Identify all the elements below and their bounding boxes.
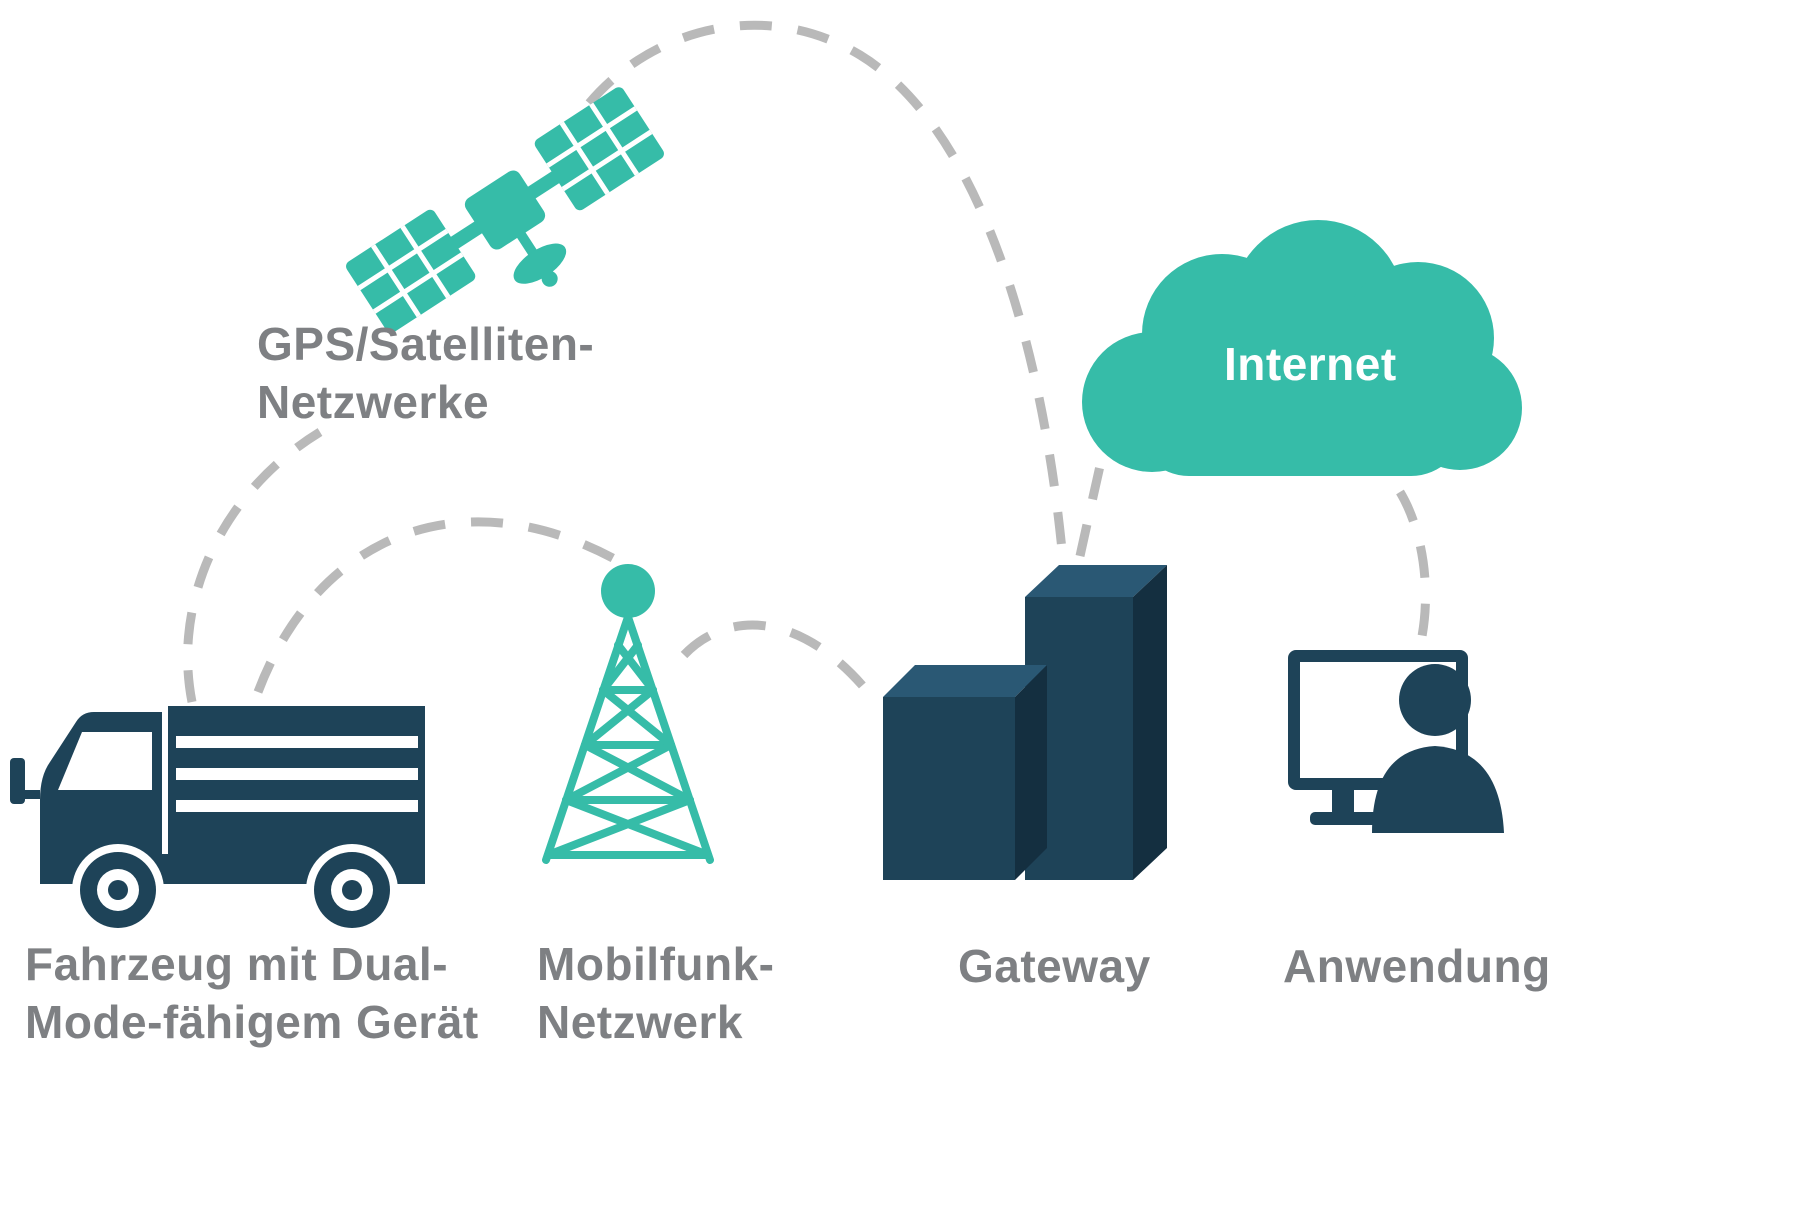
connectors (183, 20, 1431, 703)
gateway-buildings-icon (883, 565, 1167, 880)
connector-internet-application (1396, 489, 1431, 648)
cellular-label: Mobilfunk- Netzwerk (537, 938, 775, 1048)
vehicle-label: Fahrzeug mit Dual- Mode-fähigem Gerät (25, 938, 479, 1048)
truck-icon (10, 706, 425, 936)
cloud-icon (1082, 220, 1522, 476)
cell-tower-icon (542, 564, 714, 864)
connector-gateway-internet (1075, 464, 1105, 557)
computer-user-icon (1288, 650, 1504, 833)
connector-satellite-gateway (553, 20, 1067, 551)
satellite-label: GPS/Satelliten- Netzwerke (257, 318, 595, 428)
connector-vehicle-celltower (253, 517, 623, 694)
satellite-icon (346, 87, 664, 333)
internet-label: Internet (1224, 338, 1397, 390)
connector-celltower-gateway (680, 620, 872, 695)
gateway-label: Gateway (958, 940, 1151, 992)
application-label: Anwendung (1283, 940, 1551, 992)
connector-vehicle-satellite (183, 428, 323, 703)
